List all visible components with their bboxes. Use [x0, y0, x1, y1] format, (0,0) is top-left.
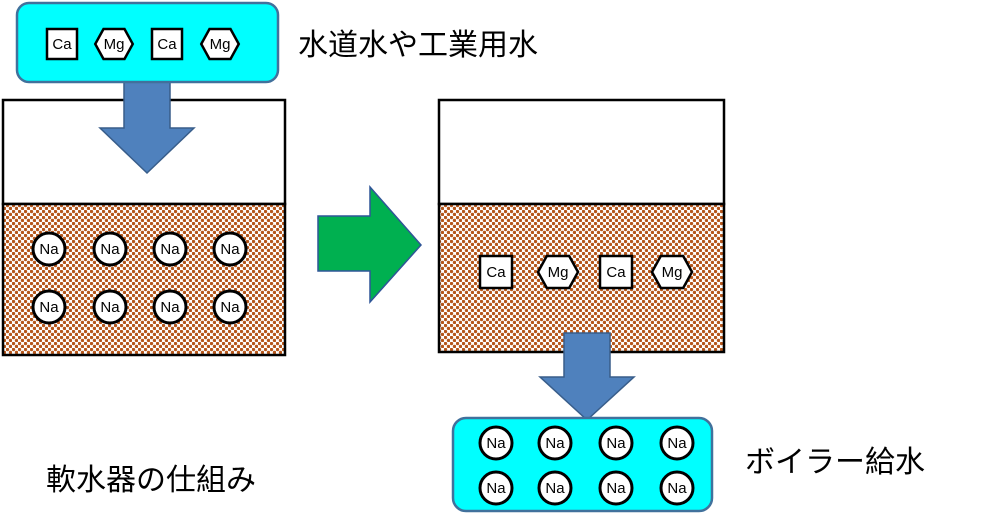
circle-shape: [212, 231, 248, 267]
ion-symbol: Na: [39, 299, 59, 316]
circle-shape: [659, 470, 695, 506]
ion-na-circle: Na: [152, 231, 188, 267]
softener-tank-after: Ca Mg Ca Mg: [437, 98, 726, 354]
diagram-caption: 軟水器の仕組み: [46, 463, 256, 498]
square-shape: [45, 27, 79, 61]
circle-shape: [478, 470, 514, 506]
ion-symbol: Na: [667, 480, 687, 497]
ion-symbol: Na: [545, 435, 565, 452]
ion-na-circle: Na: [92, 289, 128, 325]
tank-after-water-space: [437, 98, 726, 206]
ion-na-circle: Na: [212, 289, 248, 325]
circle-shape: [537, 425, 573, 461]
ion-symbol: Mg: [104, 36, 125, 53]
input-water-label: 水道水や工業用水: [298, 28, 538, 63]
ion-na-circle: Na: [31, 289, 67, 325]
circle-shape: [598, 470, 634, 506]
input-water-box: Ca Mg Ca Mg: [15, 1, 280, 84]
circle-shape: [152, 289, 188, 325]
ion-symbol: Na: [606, 435, 626, 452]
ion-mg-hexagon: Mg: [650, 254, 694, 290]
ion-symbol: Na: [160, 241, 180, 258]
ion-symbol: Na: [486, 480, 506, 497]
ion-na-circle: Na: [537, 470, 573, 506]
ion-na-circle: Na: [598, 425, 634, 461]
square-shape: [478, 254, 514, 290]
circle-shape: [659, 425, 695, 461]
ion-na-circle: Na: [478, 425, 514, 461]
hexagon-shape: [93, 27, 135, 61]
ion-mg-hexagon: Mg: [199, 27, 241, 61]
ion-ca-square: Ca: [45, 27, 79, 61]
tank-after-ions: Ca Mg Ca Mg: [478, 254, 694, 290]
ion-symbol: Ca: [606, 264, 626, 281]
ion-na-circle: Na: [92, 231, 128, 267]
square-shape: [150, 27, 184, 61]
input-water-ions: Ca Mg Ca Mg: [45, 27, 241, 61]
ion-mg-hexagon: Mg: [536, 254, 580, 290]
down-arrow-icon: [538, 332, 636, 422]
circle-shape: [478, 425, 514, 461]
ion-symbol: Mg: [548, 264, 569, 281]
circle-shape: [31, 289, 67, 325]
ion-na-circle: Na: [537, 425, 573, 461]
ion-symbol: Na: [606, 480, 626, 497]
ion-na-circle: Na: [478, 470, 514, 506]
circle-shape: [152, 231, 188, 267]
tank-before-resin-bed: [1, 202, 287, 357]
ion-na-circle: Na: [31, 231, 67, 267]
circle-shape: [212, 289, 248, 325]
ion-ca-square: Ca: [598, 254, 634, 290]
ion-mg-hexagon: Mg: [93, 27, 135, 61]
circle-shape: [92, 231, 128, 267]
circle-shape: [537, 470, 573, 506]
ion-symbol: Mg: [662, 264, 683, 281]
square-shape: [598, 254, 634, 290]
ion-ca-square: Ca: [478, 254, 514, 290]
circle-shape: [31, 231, 67, 267]
ion-symbol: Na: [220, 299, 240, 316]
ion-symbol: Na: [39, 241, 59, 258]
ion-symbol: Na: [667, 435, 687, 452]
ion-na-circle: Na: [598, 470, 634, 506]
ion-symbol: Na: [100, 299, 120, 316]
ion-ca-square: Ca: [150, 27, 184, 61]
down-arrow-icon: [98, 79, 196, 175]
hexagon-shape: [199, 27, 241, 61]
hexagon-shape: [650, 254, 694, 290]
ion-na-circle: Na: [152, 289, 188, 325]
circle-shape: [92, 289, 128, 325]
ion-na-circle: Na: [212, 231, 248, 267]
ion-symbol: Ca: [157, 36, 177, 53]
output-water-label: ボイラー給水: [745, 445, 925, 480]
hexagon-shape: [536, 254, 580, 290]
ion-symbol: Ca: [486, 264, 506, 281]
ion-na-circle: Na: [659, 470, 695, 506]
ion-symbol: Na: [220, 241, 240, 258]
ion-symbol: Na: [100, 241, 120, 258]
circle-shape: [598, 425, 634, 461]
ion-symbol: Na: [486, 435, 506, 452]
ion-na-circle: Na: [659, 425, 695, 461]
ion-symbol: Na: [160, 299, 180, 316]
ion-symbol: Mg: [210, 36, 231, 53]
ion-symbol: Na: [545, 480, 565, 497]
right-arrow-icon: [317, 185, 423, 304]
output-water-container: [451, 416, 714, 513]
input-water-container: [15, 1, 280, 84]
ion-symbol: Ca: [52, 36, 72, 53]
